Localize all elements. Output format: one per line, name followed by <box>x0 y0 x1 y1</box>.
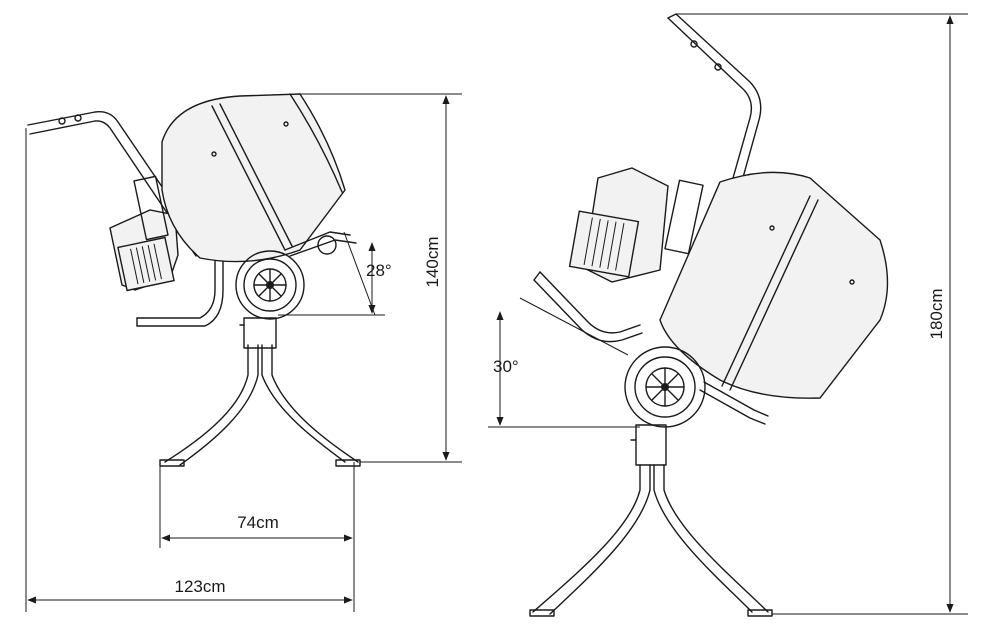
dim-right-height: 180cm <box>927 288 946 339</box>
left-stand <box>159 317 361 467</box>
dim-stand-width: 74cm <box>237 513 279 532</box>
right-motor <box>568 167 704 283</box>
left-drum <box>161 93 357 263</box>
dim-left-height: 140cm <box>423 236 442 287</box>
right-mixer-drawing <box>529 13 889 617</box>
dim-total-width: 123cm <box>174 577 225 596</box>
right-wheel <box>624 346 706 428</box>
left-wheel <box>235 250 305 320</box>
left-handle <box>27 111 224 327</box>
dim-right-angle: 30° <box>493 357 519 376</box>
left-motor <box>109 175 179 292</box>
left-mixer-drawing <box>27 93 361 467</box>
right-dimensions: 180cm 30° <box>488 13 968 615</box>
dim-left-angle: 28° <box>366 261 392 280</box>
right-drum <box>659 171 889 425</box>
right-handle <box>533 13 762 343</box>
left-dimensions: 74cm 123cm 140cm 28° <box>25 93 462 612</box>
right-stand <box>529 424 773 617</box>
